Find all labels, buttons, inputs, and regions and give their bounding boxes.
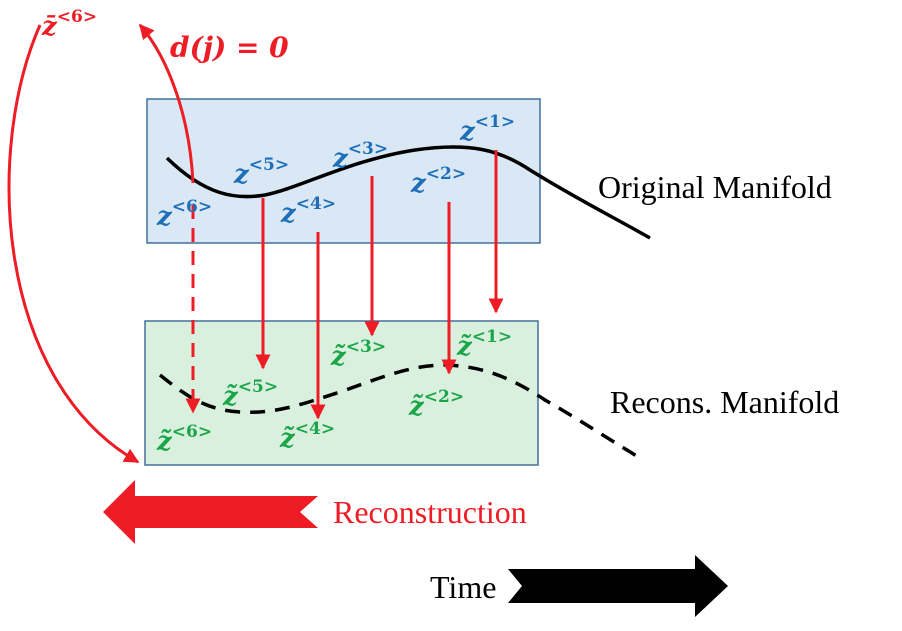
point-z-6: z<6>	[156, 197, 212, 232]
recons-manifold-label: Recons. Manifold	[610, 384, 839, 420]
point-z-3: z<3>	[332, 139, 388, 174]
original-manifold-label: Original Manifold	[598, 169, 832, 205]
reconstruction-arrow-icon	[103, 480, 318, 544]
distance-label: d(j) = 0	[170, 31, 289, 64]
original-manifold-curve	[165, 145, 651, 240]
curved-arrow-to-zbar	[138, 23, 195, 184]
point-z-5: z<5>	[233, 155, 289, 190]
recons-manifold-box	[144, 320, 539, 466]
point-ztilde-6: z̃<6>	[156, 422, 212, 457]
point-ztilde-1: z̃<1>	[456, 327, 512, 362]
point-ztilde-5: z̃<5>	[222, 377, 278, 412]
point-ztilde-3: z̃<3>	[330, 337, 386, 372]
time-label: Time	[430, 569, 496, 605]
reconstruction-label: Reconstruction	[333, 494, 527, 530]
time-arrow-icon	[508, 555, 728, 617]
point-z-1: z<1>	[459, 112, 515, 147]
loop-arrow-to-recons	[7, 24, 140, 464]
zbar-6-label: z̄<6>	[41, 7, 97, 42]
original-manifold-box	[146, 98, 541, 244]
point-z-2: z<2>	[410, 164, 466, 199]
point-z-4: z<4>	[280, 194, 336, 229]
point-ztilde-2: z̃<2>	[408, 387, 464, 422]
recons-manifold-curve	[158, 363, 641, 460]
point-ztilde-4: z̃<4>	[279, 419, 335, 454]
